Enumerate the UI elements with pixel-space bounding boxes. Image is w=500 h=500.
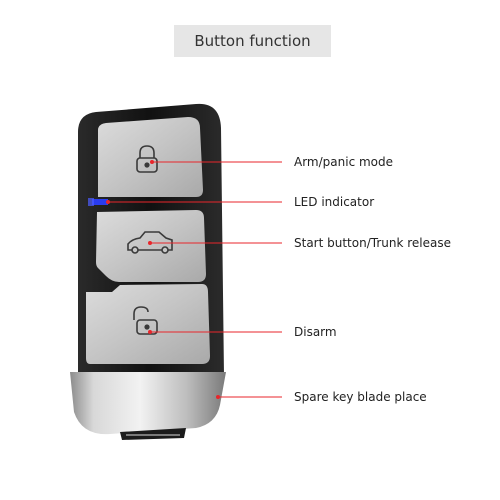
led-glow — [88, 198, 94, 206]
lock-open-icon — [133, 306, 158, 335]
lock-closed-icon — [136, 145, 158, 173]
leader-dot-disarm — [148, 330, 152, 334]
button-disarm — [86, 284, 210, 364]
led-indicator — [92, 199, 108, 205]
blade-slot-shine — [126, 434, 180, 436]
label-arm-panic: Arm/panic mode — [294, 155, 394, 169]
leader-dot-trunk — [148, 241, 152, 245]
leader-dot-arm — [150, 160, 154, 164]
button-trunk — [96, 210, 206, 282]
leader-dot-blade — [216, 395, 220, 399]
label-disarm: Disarm — [294, 325, 337, 339]
leader-lines — [108, 161, 282, 398]
page-title: Button function — [174, 25, 331, 57]
label-led-indicator: LED indicator — [294, 195, 375, 209]
leader-dot-led — [106, 200, 110, 204]
label-spare-blade: Spare key blade place — [294, 390, 427, 404]
metal-cap — [70, 372, 226, 435]
button-arm — [98, 117, 203, 197]
car-trunk-icon — [127, 231, 173, 254]
title-text: Button function — [194, 32, 311, 50]
label-start-trunk: Start button/Trunk release — [294, 236, 451, 250]
